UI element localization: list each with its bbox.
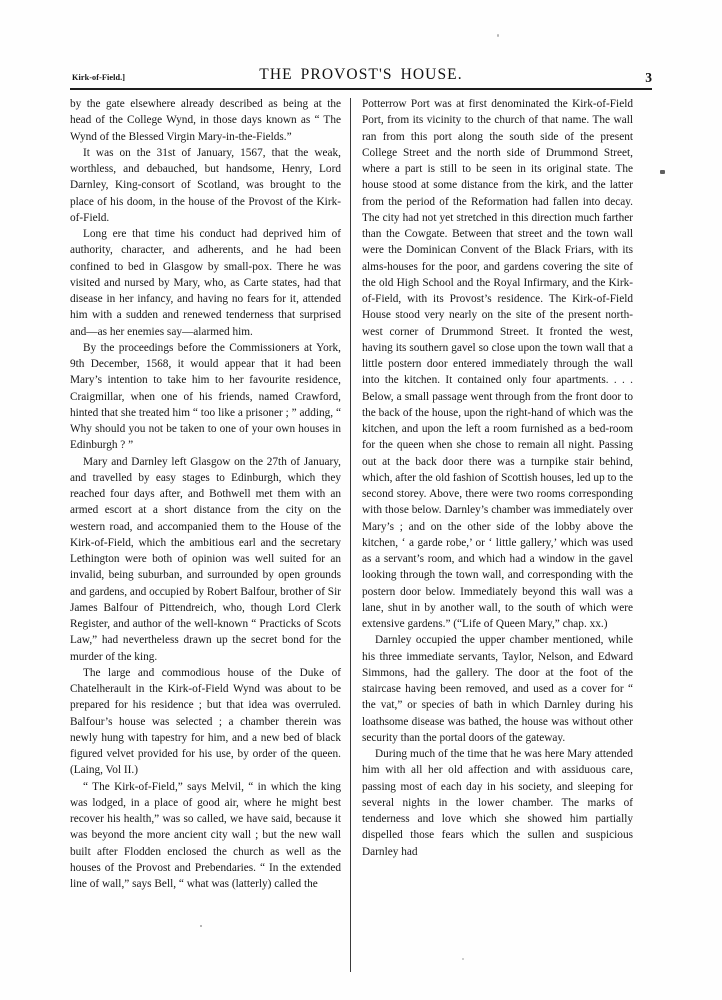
paragraph: “ The Kirk-of-Field,” says Melvil, “ in …	[70, 780, 341, 891]
column-left: by the gate elsewhere already described …	[70, 96, 350, 972]
paragraph: The large and commodious house of the Du…	[70, 666, 341, 777]
paragraph: Darnley occupied the upper chamber menti…	[362, 634, 633, 744]
page-title: THE PROVOST'S HOUSE.	[259, 66, 463, 83]
column-divider-rule	[350, 98, 351, 972]
text-columns: by the gate elsewhere already described …	[70, 96, 652, 972]
column-right: Potterrow Port was at first denominated …	[351, 96, 633, 972]
paragraph: Mary and Darnley left Glasgow on the 27t…	[70, 455, 341, 663]
page-number: 3	[645, 70, 652, 85]
scan-artifact-speck	[660, 170, 665, 174]
paragraph: Long ere that time his conduct had depri…	[70, 228, 341, 338]
scan-artifact-speck	[462, 958, 464, 960]
scan-artifact-speck	[200, 925, 202, 927]
header-rule	[70, 88, 652, 90]
running-head-left-label: Kirk-of-Field.]	[72, 73, 126, 82]
paragraph: Potterrow Port was at first denominated …	[362, 98, 633, 630]
paragraph: It was on the 31st of January, 1567, tha…	[70, 146, 341, 224]
running-head: Kirk-of-Field.] THE PROVOST'S HOUSE. 3	[70, 60, 652, 85]
paragraph: During much of the time that he was here…	[362, 748, 633, 858]
paragraph: By the proceedings before the Commission…	[70, 341, 341, 452]
scan-artifact-speck	[497, 34, 499, 37]
page-content: Kirk-of-Field.] THE PROVOST'S HOUSE. 3 b…	[70, 60, 652, 972]
paragraph: by the gate elsewhere already described …	[70, 98, 341, 143]
